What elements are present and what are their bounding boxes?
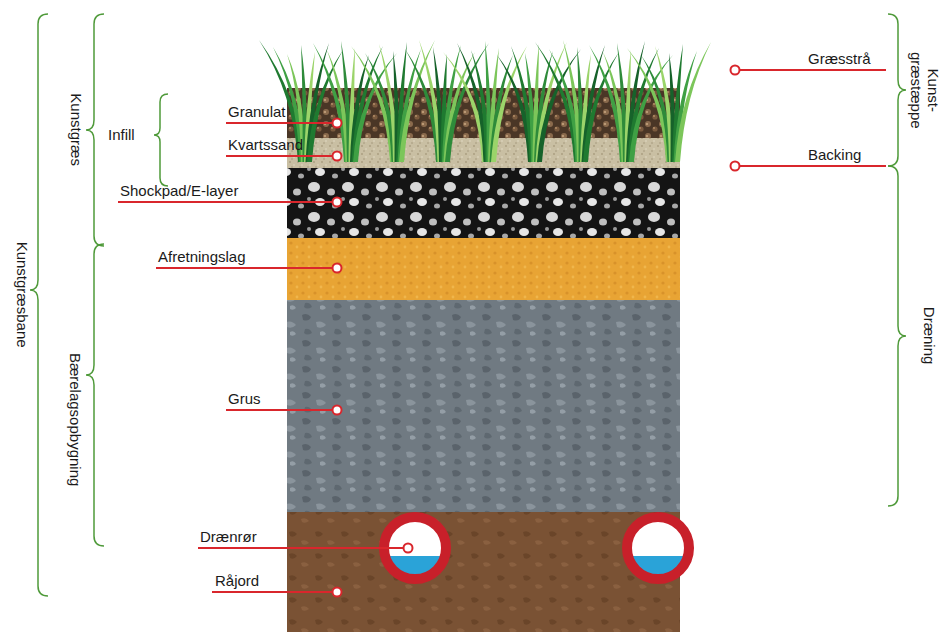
part-label: Råjord [215,572,259,589]
part-label: Infill [108,126,135,143]
part-label: Granulat [228,103,286,120]
brackets [30,14,906,596]
drain-pipe [623,517,693,586]
part-label: Backing [808,146,861,163]
soil-layer [287,512,680,632]
shockpad-layer [287,168,680,238]
bracket-label: Kunstgræsbane [13,242,30,348]
leader-lines [118,66,886,597]
grass-blade [627,48,671,162]
grass-blade [675,42,711,162]
bracket-label: Kunst- græstæppe [908,50,943,130]
bracket-label: Kunstgræs [67,94,84,167]
grass-blades [259,40,711,162]
part-label: Grus [228,390,261,407]
part-label: Afretningslag [158,248,246,265]
grass-blade [535,42,579,162]
bracket-label: Bærelagsopbygning [67,353,84,486]
grass-blade [351,46,395,162]
levelling-layer [287,238,680,300]
drain-pipe [380,517,450,586]
part-label: Græsstrå [808,50,871,67]
part-label: Kvartssand [228,136,303,153]
part-label: Shockpad/E-layer [120,182,238,199]
gravel-layer [287,300,680,512]
bracket-label: Dræning [921,307,938,365]
part-label: Drænrør [200,528,257,545]
